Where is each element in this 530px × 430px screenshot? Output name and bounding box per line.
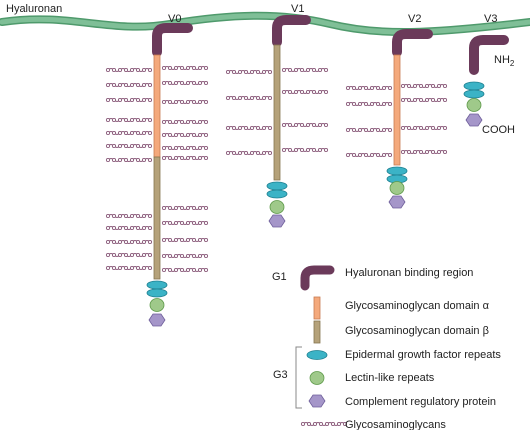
legend-symbol-binding bbox=[300, 265, 335, 291]
variant-label-v2: V2 bbox=[408, 13, 421, 25]
n-terminus-label: NH2 bbox=[494, 54, 515, 68]
legend-label-egf: Epidermal growth factor repeats bbox=[345, 349, 501, 361]
legend-symbol-complement bbox=[308, 394, 326, 408]
legend-label-gag-alpha: Glycosaminoglycan domain α bbox=[345, 300, 490, 312]
legend-label-binding: Hyaluronan binding region bbox=[345, 267, 473, 279]
complement-protein-v2 bbox=[388, 195, 406, 209]
complement-protein-v1 bbox=[268, 214, 286, 228]
legend-symbol-gag-beta bbox=[313, 320, 321, 344]
variant-v2: V2 bbox=[345, 13, 448, 209]
legend: G1 G3 Hyaluronan binding region Glycosam… bbox=[272, 265, 501, 430]
gag-beta-domain-v0 bbox=[153, 156, 161, 280]
complement-protein-v3 bbox=[465, 113, 483, 127]
lectin-repeats-v1 bbox=[269, 200, 285, 214]
variant-v0: V0 bbox=[105, 13, 209, 327]
legend-label-lectin: Lectin-like repeats bbox=[345, 372, 435, 384]
legend-symbol-lectin bbox=[309, 371, 325, 385]
legend-symbol-egf bbox=[306, 350, 328, 360]
variant-label-v1: V1 bbox=[291, 3, 304, 15]
egf-repeats-v2 bbox=[386, 166, 408, 184]
c-terminus-label: COOH bbox=[482, 124, 515, 136]
binding-region-v2 bbox=[392, 29, 433, 57]
variant-label-v0: V0 bbox=[168, 13, 181, 25]
gag-alpha-domain-v2 bbox=[393, 54, 401, 166]
complement-protein-v0 bbox=[148, 313, 166, 327]
egf-repeats-v3 bbox=[463, 81, 485, 99]
binding-region-v3 bbox=[469, 35, 509, 75]
lectin-repeats-v3 bbox=[466, 98, 482, 112]
gag-beta-domain-v1 bbox=[273, 44, 281, 181]
legend-label-complement: Complement regulatory protein bbox=[345, 396, 496, 408]
legend-symbol-gag-chain bbox=[300, 421, 348, 427]
binding-region-v0 bbox=[152, 23, 193, 57]
egf-repeats-v1 bbox=[266, 181, 288, 199]
variant-v1: V1 bbox=[225, 3, 329, 228]
gag-alpha-domain-v0 bbox=[153, 54, 161, 158]
legend-label-gag-chain: Glycosaminoglycans bbox=[345, 419, 446, 430]
legend-group-g1: G1 bbox=[272, 271, 287, 283]
variant-v3: V3 NH2 COOH bbox=[463, 13, 515, 136]
binding-region-v1 bbox=[272, 15, 311, 47]
legend-g3-bracket bbox=[295, 346, 302, 409]
variant-label-v3: V3 bbox=[484, 13, 497, 25]
legend-group-g3: G3 bbox=[273, 369, 288, 381]
egf-repeats-v0 bbox=[146, 280, 168, 298]
legend-label-gag-beta: Glycosaminoglycan domain β bbox=[345, 325, 489, 337]
hyaluronan-strand bbox=[0, 11, 530, 37]
hyaluronan-label: Hyaluronan bbox=[6, 3, 62, 15]
lectin-repeats-v0 bbox=[149, 298, 165, 312]
legend-symbol-gag-alpha bbox=[313, 296, 321, 320]
lectin-repeats-v2 bbox=[389, 181, 405, 195]
